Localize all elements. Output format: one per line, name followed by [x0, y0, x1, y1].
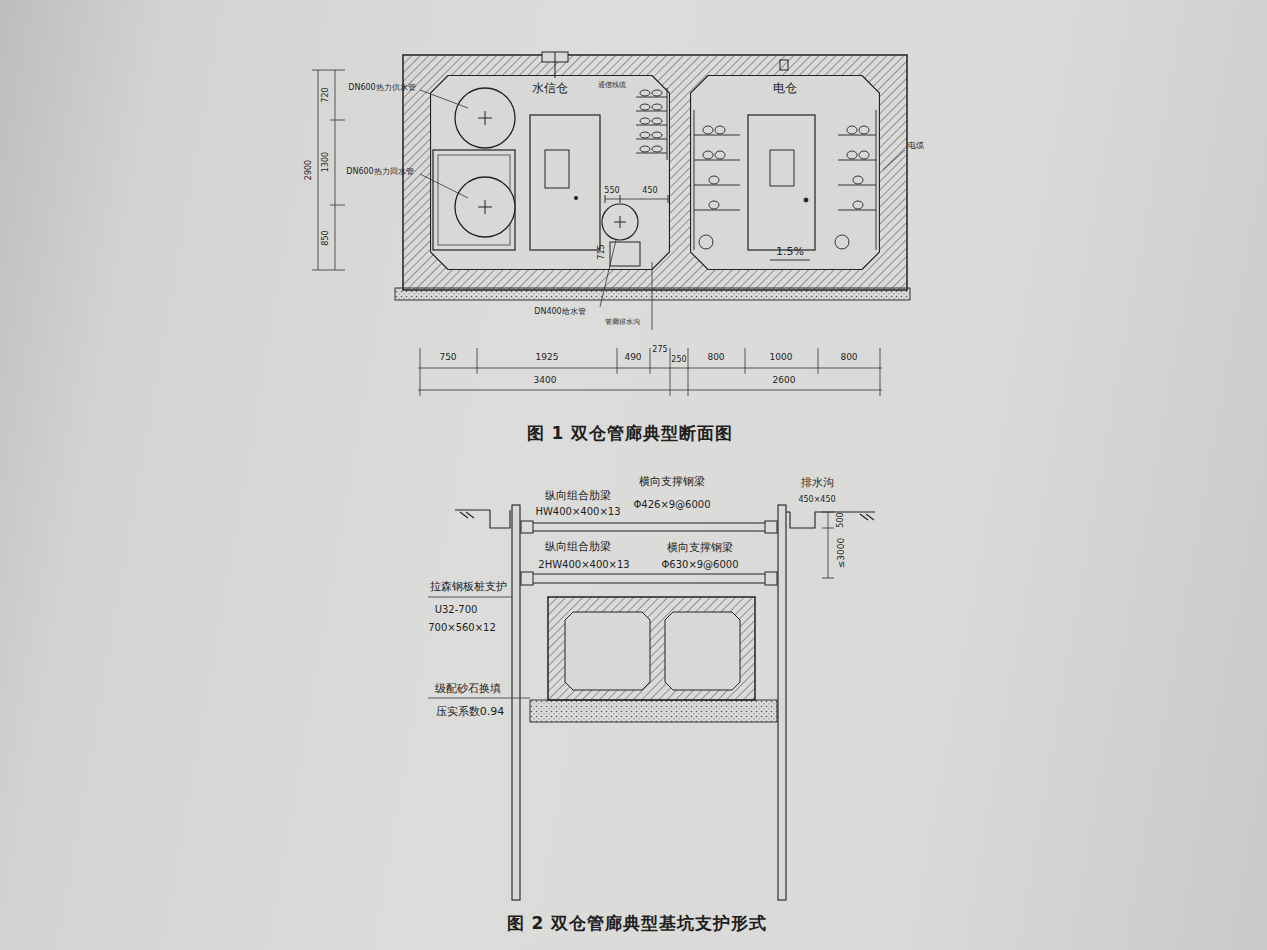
chamber-name: 水信仓 — [430, 75, 670, 97]
power-chamber: 电仓 — [690, 75, 880, 270]
dimension: 2600 — [773, 376, 796, 386]
dimension: 3400 — [534, 376, 557, 386]
chamber-name: 电仓 — [690, 75, 880, 97]
figure-caption: 图 1 双仓管廊典型断面图 — [527, 424, 734, 443]
dimension: 720 — [322, 87, 331, 102]
member-spec: 2HW400×400×13 — [538, 559, 629, 570]
member-spec: HW400×400×13 — [535, 506, 620, 517]
dimension: 1925 — [536, 353, 559, 363]
dimension: 750 — [439, 353, 456, 363]
member-spec: Φ426×9@6000 — [633, 499, 710, 510]
backfill-label: 级配砂石换填 — [435, 683, 501, 695]
dimension: 800 — [707, 353, 724, 363]
dimension: 500 — [837, 512, 846, 527]
ditch-spec: 450×450 — [798, 496, 835, 505]
dimension: 1300 — [322, 152, 331, 172]
backfill-spec: 压实系数0.94 — [436, 706, 505, 718]
chamber-outline — [690, 75, 880, 270]
dimension: 450 — [642, 187, 657, 196]
member-label: 横向支撑钢梁 — [639, 476, 705, 488]
member-label: 横向支撑钢梁 — [667, 542, 733, 554]
ditch-label: 排水沟 — [801, 477, 834, 489]
water-comm-chamber: 水信仓 — [430, 75, 670, 270]
member-label: 纵向组合肋梁 — [545, 541, 611, 553]
pipe-label: DN600热力回水管 — [346, 168, 413, 177]
dimension: 250 — [671, 356, 686, 365]
retaining-spec: 700×560×12 — [428, 622, 496, 633]
member-label: 纵向组合肋梁 — [545, 490, 611, 502]
dimension: 715 — [598, 244, 607, 259]
cable-label: 通信线缆 — [598, 82, 626, 90]
dimension: 1000 — [770, 353, 793, 363]
chamber-outline — [430, 75, 670, 270]
dimension: 550 — [604, 187, 619, 196]
cable-label: 电缆 — [908, 142, 924, 151]
drain-label: 管廊排水沟 — [605, 319, 640, 327]
dimension: ≤3000 — [837, 538, 847, 568]
pipe-label: DN400给水管 — [534, 308, 585, 317]
dimension: 850 — [322, 230, 331, 245]
member-spec: Φ630×9@6000 — [661, 559, 738, 570]
dimension: 2900 — [305, 160, 314, 180]
figure-caption: 图 2 双仓管廊典型基坑支护形式 — [507, 914, 768, 933]
dimension: 490 — [624, 353, 641, 363]
dimension: 275 — [652, 346, 667, 355]
retaining-spec: U32-700 — [435, 604, 478, 615]
retaining-label: 拉森钢板桩支护 — [430, 581, 507, 593]
pipe-label: DN600热力供水管 — [348, 84, 415, 93]
dimension: 800 — [840, 353, 857, 363]
slope-label: 1.5% — [776, 246, 804, 258]
